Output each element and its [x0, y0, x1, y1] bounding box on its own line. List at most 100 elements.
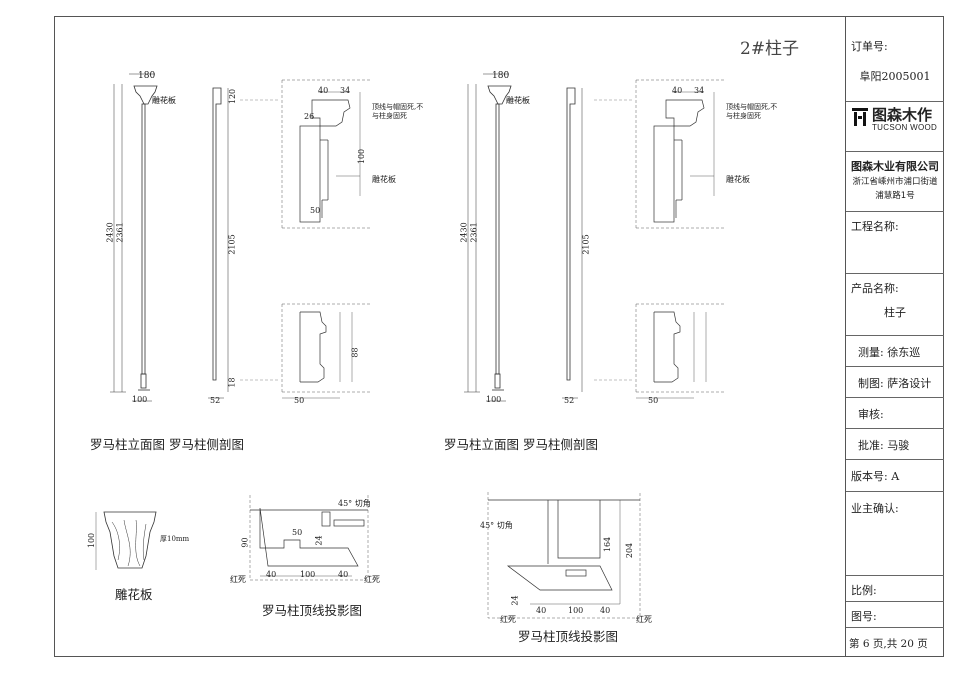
callout-glue-note-r: 顶线与帽固死,不与柱身固死	[726, 103, 777, 121]
callout-cut-45-left: 45° 切角	[338, 499, 371, 508]
dim-p40a: 40	[266, 570, 277, 579]
elevation-set-right	[463, 73, 725, 402]
drawing-no-cell: 图号:	[846, 602, 944, 628]
dim-side-52-r: 52	[564, 396, 575, 405]
dim-cap-width-r: 180	[492, 71, 510, 81]
review-cell: 审核:	[846, 398, 944, 429]
callout-glue-red-right: 红死	[500, 615, 516, 624]
callout-carving-board-r: 雕花板	[506, 96, 530, 105]
glue-note-line2: 与柱身固死	[372, 112, 407, 120]
product-name: 柱子	[884, 306, 906, 319]
logo-english: TUCSON WOOD	[872, 123, 938, 132]
callout-carving-board-r2: 雕花板	[726, 175, 750, 184]
drafter-text: 制图: 萨洛设计	[858, 377, 932, 390]
dim-p40-r2: 40	[600, 606, 611, 615]
company-address-2: 浦慧路1号	[875, 191, 915, 201]
company-name: 图森木业有限公司	[851, 160, 939, 173]
tucson-logo-icon	[852, 108, 868, 126]
dim-total-height-r: 2430	[459, 222, 469, 243]
owner-cell: 业主确认:	[846, 492, 944, 576]
dim-p40b: 40	[338, 570, 349, 579]
dim-88: 88	[350, 347, 360, 358]
callout-glue-red-left: 红死	[230, 575, 246, 584]
callout-glue-red-left2: 红死	[364, 575, 380, 584]
order-cell: 订单号: 阜阳2005001	[846, 16, 944, 102]
logo-chinese: 图森木作	[872, 106, 933, 124]
dim-p24-r: 24	[510, 595, 520, 606]
dim-40: 40	[318, 86, 329, 95]
dim-p24: 24	[314, 535, 324, 546]
drawing-border	[54, 16, 944, 657]
elevation-set-left	[109, 73, 371, 402]
dim-base-width-r: 100	[486, 395, 502, 404]
project-cell: 工程名称:	[846, 212, 944, 274]
dim-p50: 50	[292, 528, 303, 537]
caption-carving: 雕花板	[115, 587, 153, 602]
dim-side-shaft-r: 2105	[581, 234, 591, 255]
dim-p90: 90	[240, 537, 250, 548]
scale-cell: 比例:	[846, 576, 944, 602]
dim-shaft-height: 2361	[115, 222, 125, 243]
survey-cell: 测量: 徐东巡	[846, 336, 944, 367]
title-block: 订单号: 阜阳2005001 图森木作 TUCSON WOOD 图森木业有限公司…	[845, 16, 944, 657]
dim-34-r: 34	[694, 86, 705, 95]
caption-elevation-right: 罗马柱立面图 罗马柱侧剖图	[444, 437, 598, 452]
dim-base-50: 50	[294, 396, 305, 405]
dim-26: 26	[304, 112, 315, 121]
order-no-label: 订单号:	[851, 40, 888, 53]
projection-right	[487, 492, 641, 619]
glue-note-line1: 顶线与帽固死,不	[372, 103, 424, 111]
callout-glue-note: 顶线与帽固死,不与柱身固死	[372, 103, 423, 121]
callout-thickness: 厚10mm	[160, 535, 190, 543]
callout-carving-board-2: 雕花板	[372, 175, 396, 184]
dim-cap-width: 180	[138, 71, 156, 81]
survey-text: 测量: 徐东巡	[858, 346, 921, 359]
dim-40-r: 40	[672, 86, 683, 95]
glue-note-line2-r: 与柱身固死	[726, 112, 761, 120]
dim-100: 100	[357, 148, 367, 165]
callout-cut-45-right: 45° 切角	[480, 521, 513, 530]
glue-note-line1-r: 顶线与帽固死,不	[726, 103, 778, 111]
order-no: 阜阳2005001	[859, 70, 931, 83]
owner-confirm-label: 业主确认:	[851, 502, 899, 515]
dim-p164: 164	[603, 536, 613, 553]
dim-total-height: 2430	[105, 222, 115, 243]
company-cell: 图森木业有限公司 浙江省嵊州市浦口街道 浦慧路1号	[846, 152, 944, 212]
dim-side-120: 120	[228, 88, 238, 105]
dim-side-shaft: 2105	[227, 234, 237, 255]
dim-side-52: 52	[210, 396, 221, 405]
approve-cell: 批准: 马骏	[846, 429, 944, 460]
product-label: 产品名称:	[851, 282, 899, 295]
drafter-cell: 制图: 萨洛设计	[846, 367, 944, 398]
project-label: 工程名称:	[851, 220, 899, 233]
caption-projection-right: 罗马柱顶线投影图	[518, 629, 619, 644]
product-cell: 产品名称: 柱子	[846, 274, 944, 336]
dim-p100: 100	[300, 570, 316, 579]
page-number: 第 6 页,共 20 页	[849, 638, 928, 650]
version-text: 版本号: A	[851, 470, 900, 483]
review-text: 审核:	[858, 408, 884, 421]
dim-side-18: 18	[227, 377, 237, 388]
callout-glue-red-right2: 红死	[636, 615, 652, 624]
dim-carving-height: 100	[87, 532, 97, 549]
caption-elevation-left: 罗马柱立面图 罗马柱侧剖图	[90, 437, 244, 452]
drawing-no-label: 图号:	[851, 610, 877, 623]
projection-left	[249, 495, 369, 581]
page-cell: 第 6 页,共 20 页	[846, 628, 944, 657]
dim-34: 34	[340, 86, 351, 95]
sheet-title: 2#柱子	[740, 39, 800, 59]
version-cell: 版本号: A	[846, 460, 944, 492]
dim-base-50-r: 50	[648, 396, 659, 405]
carving-board-drawing	[95, 511, 157, 570]
dim-50: 50	[310, 206, 321, 215]
company-address-1: 浙江省嵊州市浦口街道	[852, 177, 938, 187]
dim-p204: 204	[625, 542, 635, 559]
callout-carving-board: 雕花板	[152, 96, 176, 105]
dim-shaft-height-r: 2361	[469, 222, 479, 243]
logo-cell: 图森木作 TUCSON WOOD	[846, 102, 944, 152]
dim-base-width: 100	[132, 395, 148, 404]
approve-text: 批准: 马骏	[858, 439, 910, 452]
scale-label: 比例:	[851, 584, 877, 597]
